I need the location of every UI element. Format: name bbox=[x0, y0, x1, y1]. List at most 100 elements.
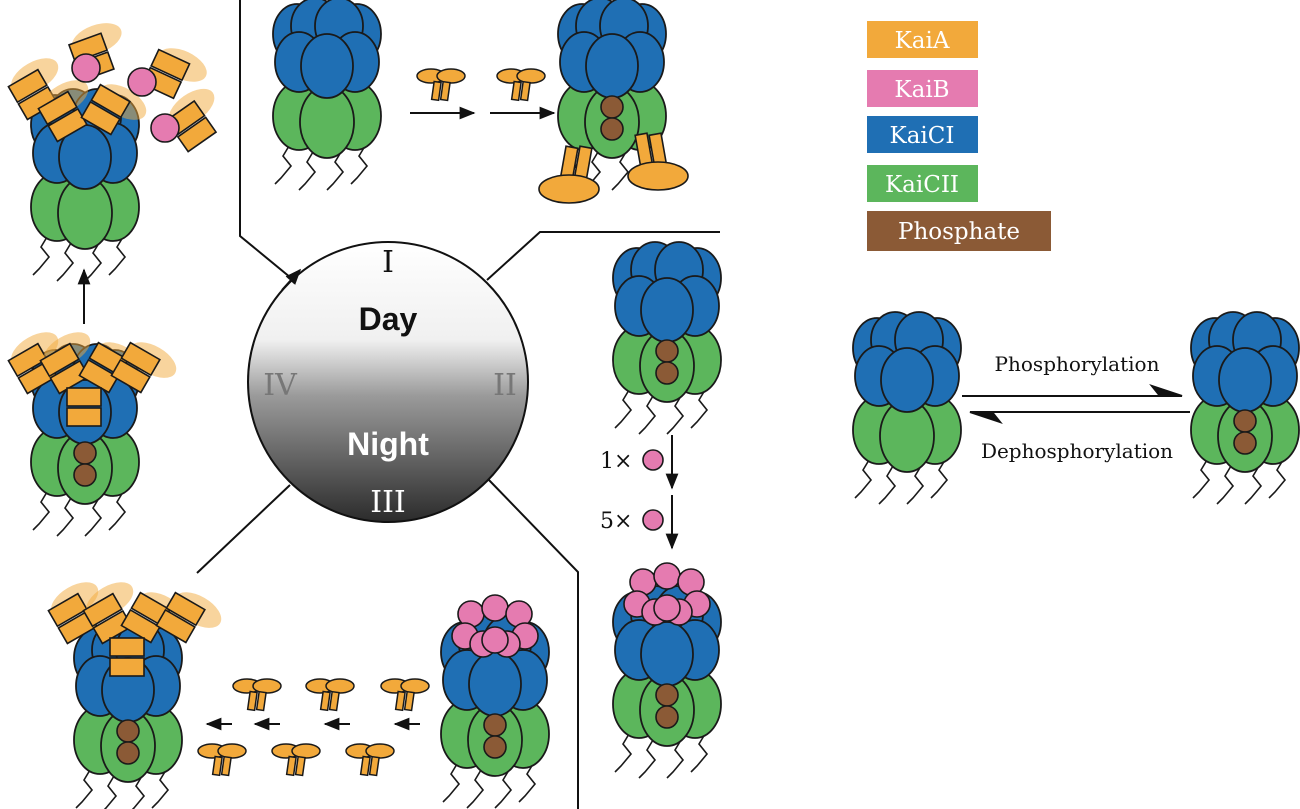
legend-swatch-kaici bbox=[867, 116, 978, 153]
phosphate-group bbox=[1233, 431, 1257, 455]
kaia-stem bbox=[519, 80, 531, 102]
kaic-kaia-bound-top bbox=[557, 0, 667, 191]
kaici-subunit bbox=[880, 347, 934, 413]
kaia-head bbox=[400, 678, 430, 694]
kaia-head bbox=[252, 678, 282, 694]
kaia-head bbox=[627, 161, 689, 191]
kaia-stem bbox=[328, 690, 340, 712]
phase-I-label: I bbox=[382, 245, 394, 280]
legend-swatch-phosphate bbox=[867, 211, 1051, 251]
kaia-sequestered bbox=[37, 80, 89, 143]
kaia-block bbox=[120, 608, 161, 644]
kaia-block bbox=[7, 68, 48, 104]
binding-step-2-label: 5× bbox=[600, 509, 632, 534]
kaic-tail bbox=[298, 151, 317, 191]
night-label: Night bbox=[347, 426, 429, 462]
legend-label-kaib: KaiB bbox=[894, 77, 949, 103]
kaic-tail bbox=[131, 775, 146, 809]
kaic-phosphorylated-right bbox=[612, 241, 722, 435]
legend-swatch-kaicii bbox=[867, 165, 978, 202]
kaic-phosphorylated-reaction bbox=[1190, 311, 1300, 505]
kaic-tail bbox=[274, 145, 293, 185]
kaib-molecule bbox=[653, 562, 681, 590]
kaic-tail bbox=[666, 739, 685, 779]
kaia-stem bbox=[439, 80, 451, 102]
phosphate-group bbox=[73, 441, 97, 465]
kaia-block bbox=[7, 342, 48, 378]
kaic-tail bbox=[108, 491, 127, 531]
kaic-tail bbox=[103, 775, 118, 809]
kaic-tail bbox=[854, 459, 873, 499]
kaic-tail bbox=[151, 769, 170, 809]
kaia-stem bbox=[220, 755, 232, 777]
kaic-kaib-bound-right bbox=[612, 585, 722, 779]
kaia-stem bbox=[394, 690, 406, 712]
dephosphorylation-label: Dephosphorylation bbox=[981, 439, 1173, 463]
kaia-stem bbox=[368, 755, 380, 777]
phosphate-group bbox=[116, 741, 140, 765]
kaia-stem bbox=[285, 755, 297, 777]
kaia-block bbox=[165, 591, 206, 627]
kaia-stem bbox=[246, 690, 258, 712]
kaic-tail bbox=[614, 389, 633, 429]
kaib-ring bbox=[451, 594, 539, 658]
kaia-head bbox=[365, 743, 395, 759]
phase-III-label: III bbox=[370, 485, 406, 520]
kaia-head bbox=[436, 68, 466, 84]
phosphate-group bbox=[655, 683, 679, 707]
kaic-tail bbox=[1216, 465, 1235, 505]
kaic-unphosphorylated-reaction bbox=[852, 311, 962, 505]
kaia-sequestered bbox=[66, 387, 102, 427]
kaia-stem bbox=[510, 80, 522, 102]
kaia-block bbox=[47, 592, 88, 628]
kaia-sequestered bbox=[109, 637, 145, 677]
kaia-block bbox=[66, 387, 102, 407]
kaia-dimer bbox=[271, 743, 321, 777]
kaici-subunit bbox=[640, 621, 694, 687]
kaib-binding-steps: 1× 5× bbox=[600, 449, 632, 534]
kaici-subunit bbox=[640, 277, 694, 343]
legend-label-phosphate: Phosphate bbox=[898, 219, 1020, 245]
kaici-subunit bbox=[300, 33, 354, 99]
kaib-molecule bbox=[642, 449, 664, 471]
phosphate-group bbox=[483, 735, 507, 759]
kaic-tail bbox=[1244, 465, 1263, 505]
binding-step-1-label: 1× bbox=[600, 449, 632, 474]
kaia-block bbox=[39, 342, 80, 378]
phosphate-group bbox=[655, 705, 679, 729]
kaic-tail bbox=[108, 236, 127, 276]
kaia-block bbox=[110, 358, 151, 394]
kaia-stem bbox=[359, 755, 371, 777]
phosphate-group bbox=[116, 719, 140, 743]
kaib-molecule bbox=[653, 594, 681, 622]
reaction-arrows: Phosphorylation Dephosphorylation bbox=[962, 352, 1190, 463]
kaia-block bbox=[37, 90, 78, 126]
kaib-molecule bbox=[642, 509, 664, 531]
phosphate-group bbox=[483, 713, 507, 737]
kaia-sequestered bbox=[155, 591, 222, 644]
kaic-tail bbox=[442, 763, 461, 803]
kaia-head bbox=[516, 68, 546, 84]
phase-II-label: II bbox=[493, 368, 517, 403]
kaia-stem bbox=[255, 690, 267, 712]
kaic-tail bbox=[84, 242, 103, 282]
kaib-molecule bbox=[481, 626, 509, 654]
kaic-tail bbox=[878, 465, 897, 505]
forward-arrow bbox=[962, 383, 1183, 397]
kaic-tail bbox=[84, 497, 103, 537]
kaia-block bbox=[78, 358, 119, 394]
kaib-molecule bbox=[481, 594, 509, 622]
molecules-layer bbox=[7, 0, 1300, 809]
kaic-tail bbox=[466, 769, 485, 809]
phosphate-group bbox=[600, 95, 624, 119]
kaic-tail bbox=[56, 497, 75, 537]
kaic-tail bbox=[32, 236, 51, 276]
kaic-tail bbox=[906, 465, 925, 505]
kaia-block bbox=[109, 657, 145, 677]
kaic-tail bbox=[518, 763, 537, 803]
legend: KaiA KaiB KaiCI KaiCII Phosphate bbox=[867, 21, 1051, 251]
kaia-block bbox=[176, 116, 218, 153]
kaia-dimer bbox=[197, 743, 247, 777]
kaia-bound bbox=[627, 132, 689, 191]
